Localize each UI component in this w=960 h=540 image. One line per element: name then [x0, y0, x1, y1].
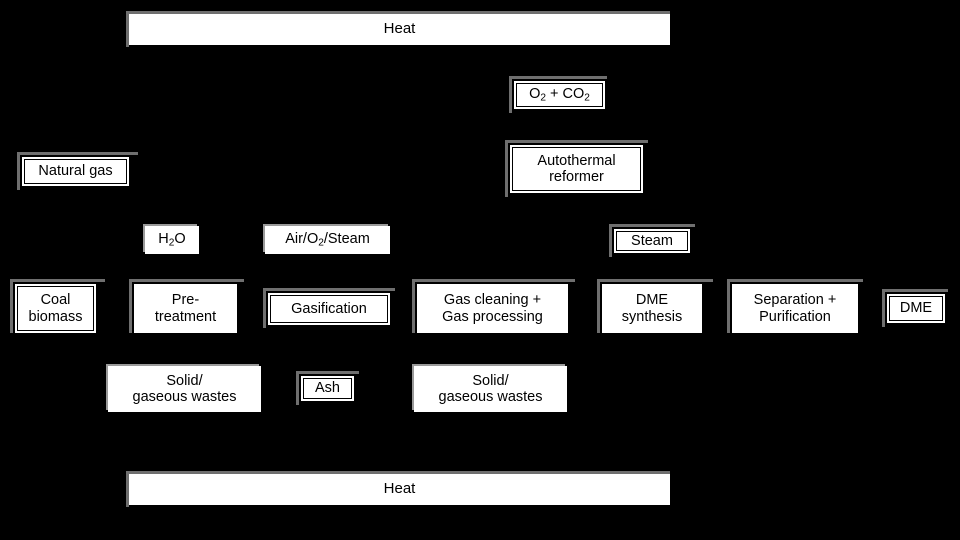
steam-shadow-left [609, 224, 612, 257]
coal-biomass-shadow-left [10, 279, 13, 333]
h2o-label: H2O [158, 231, 186, 249]
h2o-box: H2O [145, 226, 199, 254]
separation-purification-shadow-left [727, 279, 730, 333]
o2-co2-shadow [509, 76, 607, 79]
autothermal-reformer-box: Autothermal reformer [508, 143, 645, 195]
steam-box: Steam [612, 227, 692, 255]
coal-biomass-box: Coal biomass [13, 282, 98, 335]
dme-synthesis-shadow-left [597, 279, 600, 333]
heat-top-shadow [126, 11, 670, 14]
gasification-shadow-left [263, 288, 266, 328]
autothermal-reformer-shadow [505, 140, 648, 143]
gasification-box: Gasification [266, 291, 392, 327]
wastes-left-box: Solid/ gaseous wastes [108, 366, 261, 412]
pre-treatment-shadow-left [129, 279, 132, 333]
separation-purification-shadow [727, 279, 863, 282]
autothermal-reformer-shadow-left [505, 140, 508, 197]
heat-bottom-bar: Heat [129, 474, 670, 505]
wastes-right-box: Solid/ gaseous wastes [414, 366, 567, 412]
pre-treatment-box: Pre- treatment [132, 282, 239, 335]
gasification-shadow [263, 288, 395, 291]
heat-top-bar: Heat [129, 14, 670, 45]
ash-shadow-left [296, 371, 299, 405]
natural-gas-box: Natural gas [20, 155, 131, 188]
gas-cleaning-shadow [412, 279, 575, 282]
o2-co2-label: O2 + CO2 [529, 86, 590, 104]
gas-cleaning-box: Gas cleaning + Gas processing [415, 282, 570, 335]
air-o2-steam-box: Air/O2/Steam [265, 226, 390, 254]
pre-treatment-shadow [129, 279, 244, 282]
dme-synthesis-box: DME synthesis [600, 282, 704, 335]
dme-product-box: DME [885, 292, 947, 325]
natural-gas-shadow [17, 152, 138, 155]
dme-synthesis-shadow [597, 279, 713, 282]
gas-cleaning-shadow-left [412, 279, 415, 333]
dme-product-shadow-left [882, 289, 885, 327]
heat-top-shadow-left [126, 11, 129, 47]
steam-shadow [609, 224, 695, 227]
air-o2-steam-label: Air/O2/Steam [285, 231, 370, 249]
heat-bottom-shadow-left [126, 471, 129, 507]
ash-box: Ash [299, 374, 356, 403]
separation-purification-box: Separation + Purification [730, 282, 860, 335]
coal-biomass-shadow [10, 279, 105, 282]
ash-shadow [296, 371, 359, 374]
o2-co2-box: O2 + CO2 [512, 79, 607, 111]
o2-co2-shadow-left [509, 76, 512, 113]
dme-product-shadow [882, 289, 948, 292]
heat-bottom-shadow [126, 471, 670, 474]
natural-gas-shadow-left [17, 152, 20, 190]
